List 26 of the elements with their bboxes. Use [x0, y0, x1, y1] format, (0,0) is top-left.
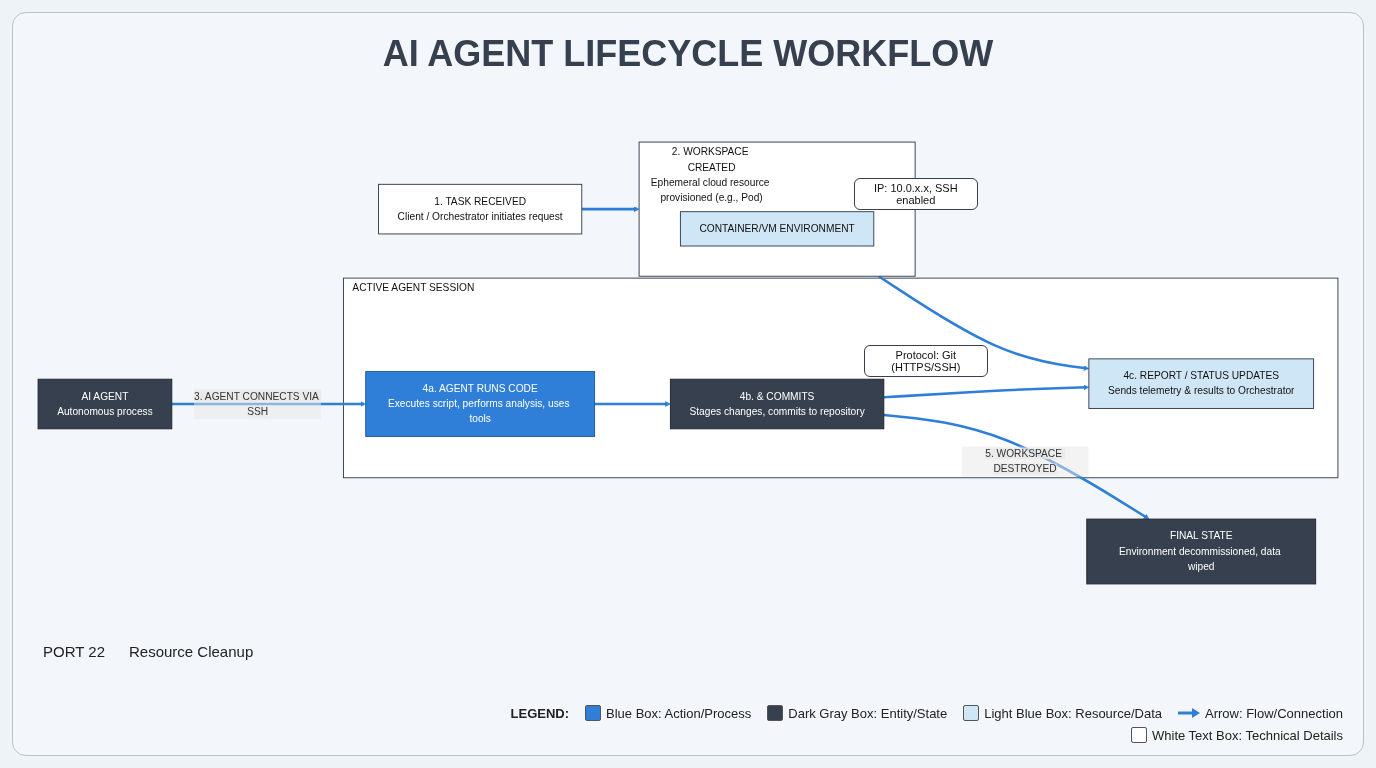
legend-text: Light Blue Box: Resource/Data [984, 705, 1162, 721]
node-box: 4b. & COMMITS Stages changes, commits to repository [669, 378, 885, 430]
arrow [883, 384, 1090, 399]
arrow [878, 275, 1090, 371]
legend-text: White Text Box: Technical Details [1152, 727, 1343, 743]
edge-label: 5. WORKSPACE DESTROYED [985, 448, 1062, 475]
diagram-title: AI AGENT LIFECYCLE WORKFLOW [381, 33, 995, 75]
node-box: 4a. AGENT RUNS CODE Executes script, performs analysis, uses tools [365, 371, 596, 437]
legend-text: Blue Box: Action/Process [606, 705, 752, 721]
node-box: FINAL STATE Environment decommissioned, data wiped [1086, 518, 1317, 585]
legend-heading: LEGEND: [510, 705, 569, 721]
node-box: 4c. REPORT / STATUS UPDATES Sends telemetry & results to Orchestrator [1088, 358, 1315, 409]
arrow [171, 401, 366, 407]
node-box: CONTAINER/VM ENVIRONMENT [679, 211, 875, 247]
arrow [883, 413, 1150, 520]
arrow [581, 206, 640, 212]
node-box: 1. TASK RECEIVED Client / Orchestrator initiates request [378, 183, 583, 235]
legend-text: Dark Gray Box: Entity/State [788, 705, 948, 721]
note-text: Resource Cleanup [129, 643, 254, 660]
callout-note: IP: 10.0.x.x, SSH enabled [853, 177, 978, 210]
callout-note: Protocol: Git (HTTPS/SSH) [863, 345, 988, 378]
note-text: PORT 22 [43, 643, 105, 660]
node-box: AI AGENT Autonomous process [37, 378, 173, 430]
legend-text: Arrow: Flow/Connection [1205, 705, 1343, 721]
edge-label: 3. AGENT CONNECTS VIA SSH [194, 390, 319, 417]
arrow [594, 401, 671, 407]
